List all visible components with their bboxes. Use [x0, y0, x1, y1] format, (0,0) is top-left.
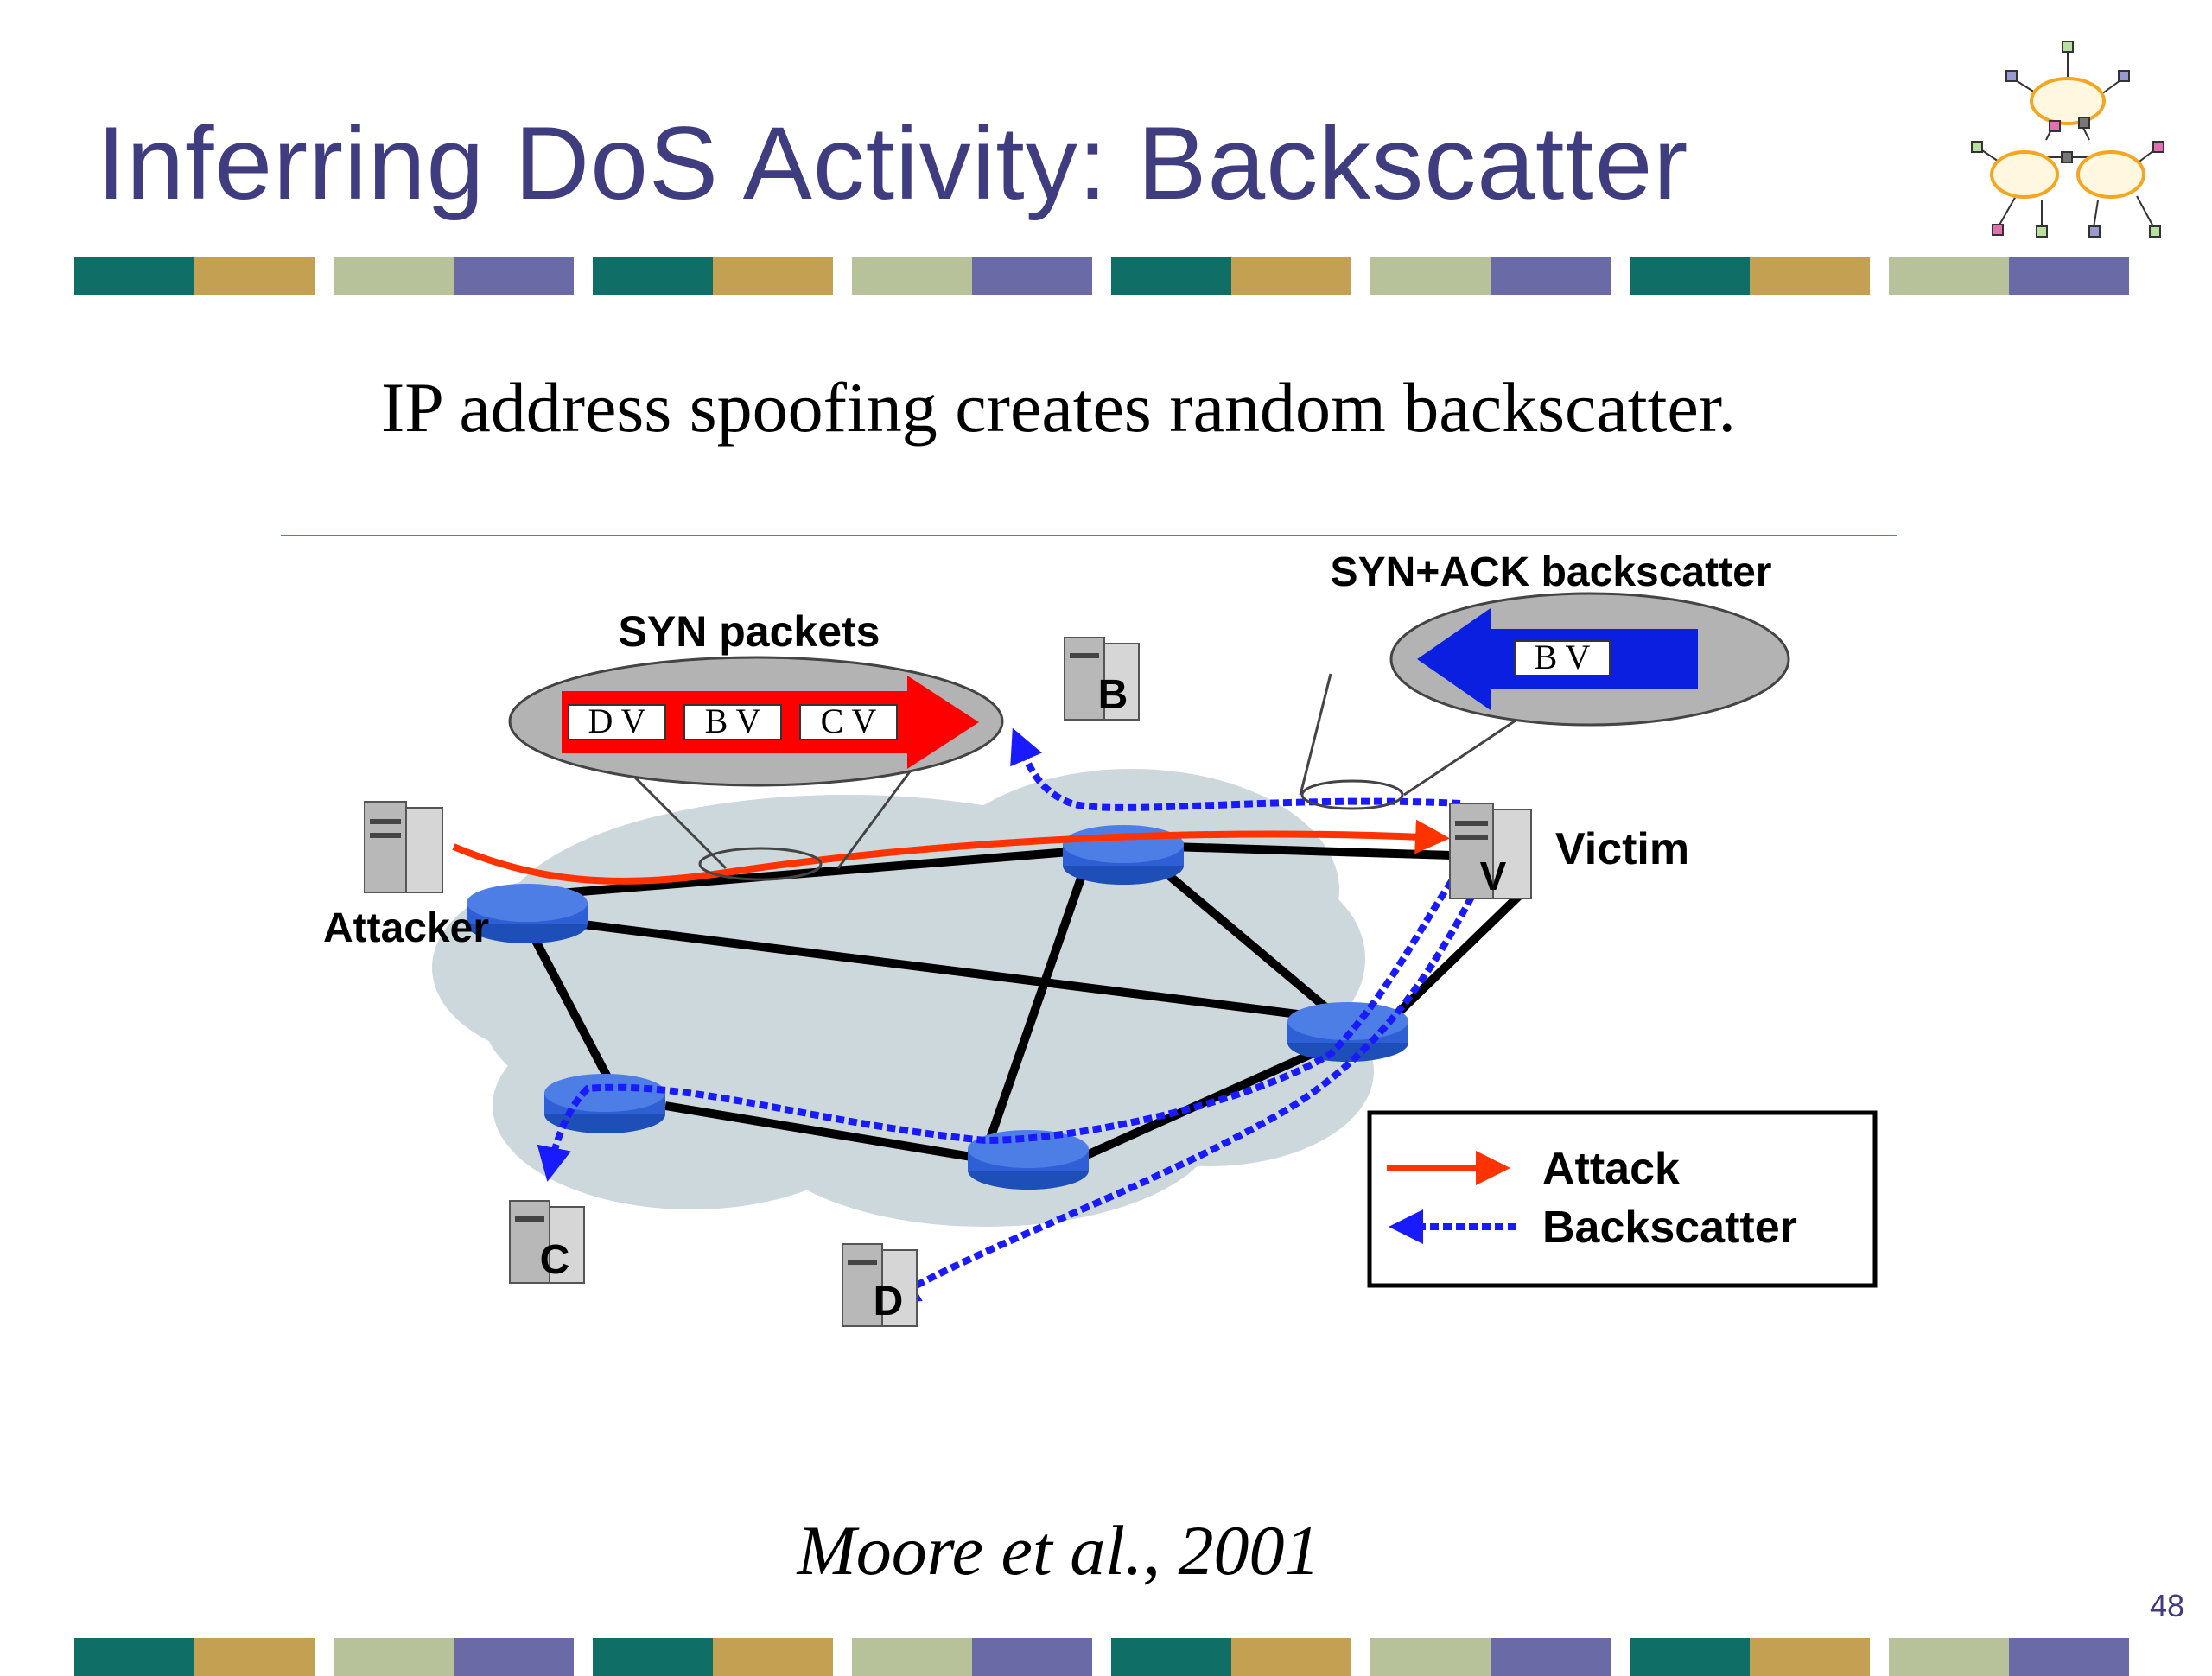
synack-packet: B V: [1535, 638, 1591, 676]
syn-packets-label: SYN packets: [619, 607, 880, 656]
legend: [1367, 1110, 1878, 1288]
attacker-host: [364, 801, 443, 893]
router-top: [1063, 825, 1184, 885]
decorative-stripe-top: [74, 257, 2129, 295]
syn-packet: C V: [821, 702, 877, 740]
legend-attack-label: Attack: [1542, 1144, 1680, 1194]
host-b: [1064, 637, 1140, 721]
host-d: [842, 1243, 918, 1327]
backscatter-diagram: SYN packets D V B V C V B V SYN+ACK back…: [207, 518, 1936, 1382]
host-b-label: B: [1098, 672, 1128, 718]
syn-packet-list: D V B V C V: [568, 702, 898, 740]
routers: [467, 825, 1408, 1190]
page-number: 48: [2149, 1588, 2184, 1623]
legend-backscatter-label: Backscatter: [1542, 1203, 1797, 1253]
router-attacker-side: [467, 884, 588, 943]
network-clouds-icon: [1960, 28, 2176, 244]
synack-label: SYN+ACK backscatter: [1331, 549, 1772, 595]
attacker-label: Attacker: [323, 905, 489, 951]
citation: Moore et al., 2001: [797, 1511, 1320, 1590]
host-d-label: D: [874, 1279, 904, 1324]
host-c-label: C: [540, 1237, 570, 1283]
network-links: [523, 842, 1524, 1166]
victim-host: [1449, 803, 1532, 899]
synack-callout: [1299, 592, 1790, 810]
router-right: [1287, 1002, 1408, 1062]
slide-title: Inferring DoS Activity: Backscatter: [97, 105, 1689, 221]
decorative-stripe-bottom: [74, 1638, 2129, 1676]
attack-path: [452, 819, 1450, 885]
syn-packet: D V: [588, 702, 645, 740]
router-bottom: [968, 1130, 1089, 1190]
victim-tag: V: [1480, 854, 1507, 898]
host-c: [509, 1200, 585, 1284]
backscatter-paths: [537, 727, 1481, 1305]
slide-subtitle: IP address spoofing creates random backs…: [380, 368, 1737, 447]
syn-packet: B V: [705, 702, 761, 740]
victim-label: Victim: [1555, 824, 1689, 874]
